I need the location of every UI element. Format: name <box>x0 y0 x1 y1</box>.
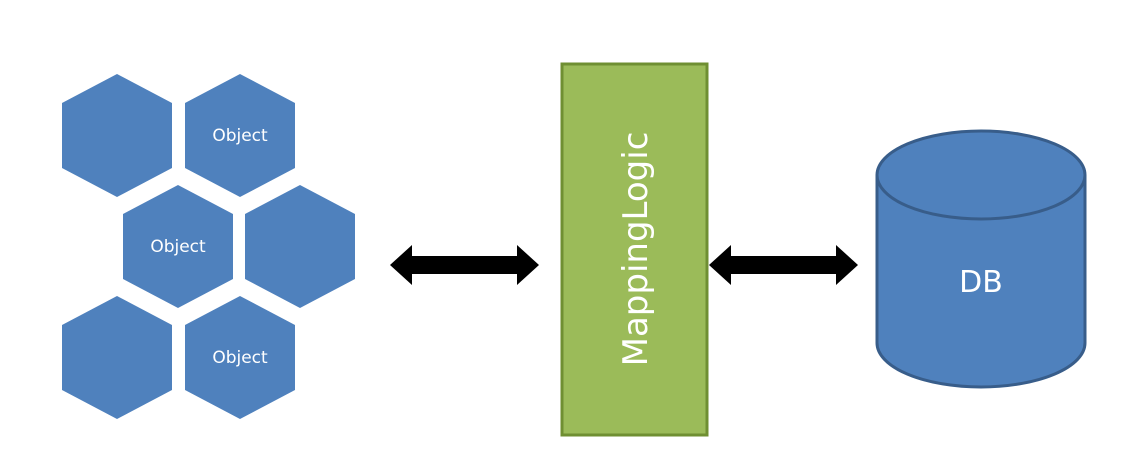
object-hexagon <box>62 74 172 197</box>
object-label: Object <box>212 126 268 146</box>
mapping-logic-box: MappingLogic <box>560 62 709 437</box>
object-hexagon: Object <box>185 296 295 419</box>
database-label: DB <box>959 265 1003 300</box>
mapping-logic-label: MappingLogic <box>616 132 656 367</box>
object-label: Object <box>150 237 206 257</box>
object-hexagon <box>62 296 172 419</box>
object-hexagon: Object <box>185 74 295 197</box>
double-arrow-left <box>390 245 539 285</box>
double-arrow-right <box>709 245 858 285</box>
object-hexagon: Object <box>123 185 233 308</box>
object-cluster: Object Object Object <box>62 74 355 419</box>
object-hexagon <box>245 185 355 308</box>
object-label: Object <box>212 348 268 368</box>
database-cylinder: DB <box>875 129 1087 389</box>
